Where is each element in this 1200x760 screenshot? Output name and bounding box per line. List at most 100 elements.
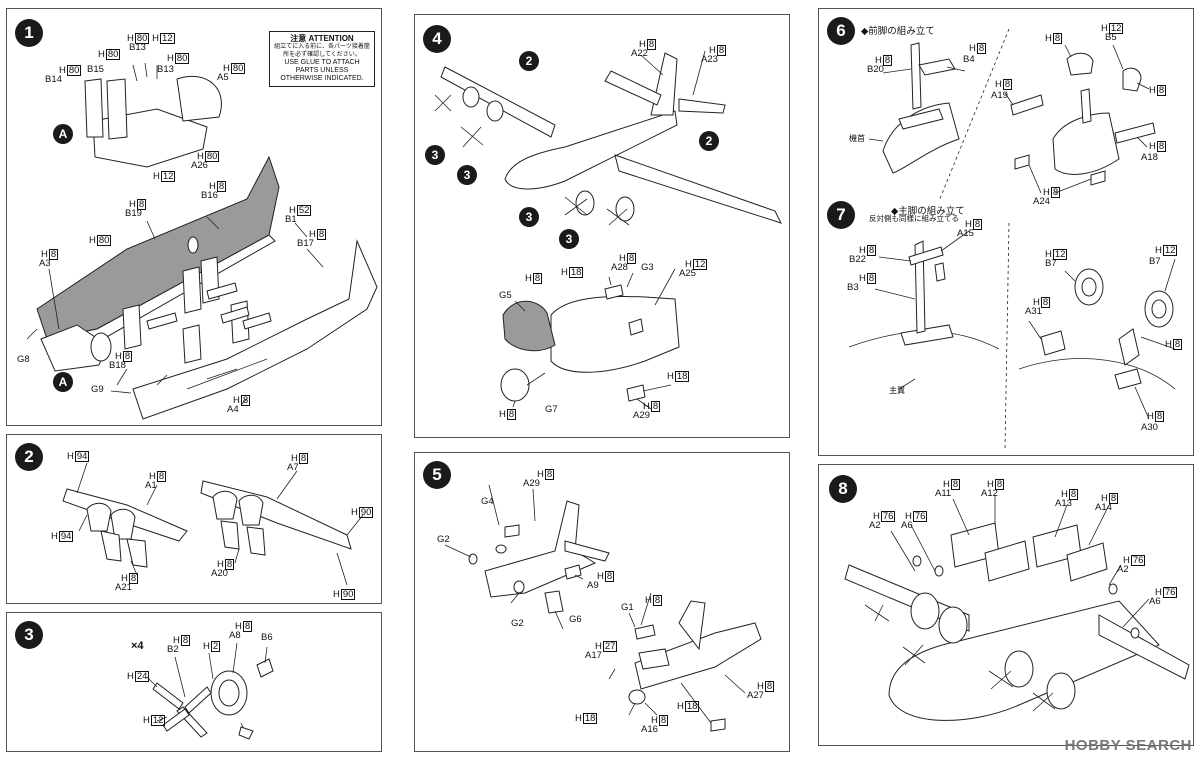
label-A14: A14 (1095, 502, 1112, 513)
label-A21: A21 (115, 582, 132, 593)
label-A29: A29 (523, 478, 540, 489)
label-G1: G1 (621, 602, 634, 613)
label-A26: A26 (191, 160, 208, 171)
attention-title: 注意 ATTENTION (290, 34, 354, 43)
label-B6: B6 (261, 632, 273, 643)
label-A6a: A6 (901, 520, 913, 531)
sub-assembly-2-top: 2 (519, 51, 539, 71)
label-A19: A19 (991, 90, 1008, 101)
label-A23: A23 (701, 54, 718, 65)
sub-assembly-A-top: A (53, 124, 73, 144)
label-A20: A20 (211, 568, 228, 579)
step-3-drawing (146, 642, 274, 740)
label-A16: A16 (641, 724, 658, 735)
label-A9: A9 (587, 580, 599, 591)
attention-box: 注意 ATTENTION 組立てに入る前に、各パーツ接着箇所を必ず確認してくださ… (269, 31, 375, 87)
label-A25: A25 (679, 268, 696, 279)
step-1-drawing (26, 62, 378, 420)
label-A8: A8 (229, 630, 241, 641)
sub-assembly-3-d: 3 (559, 229, 579, 249)
label-B18: B18 (109, 360, 126, 371)
step-5-drawing (444, 484, 762, 732)
sub-assembly-2-right: 2 (699, 131, 719, 151)
main-wing-label: 主翼 (889, 386, 905, 395)
multiplier-x4: ×4 (131, 640, 144, 652)
nose-label: 機首 (849, 134, 865, 143)
label-G4: G4 (481, 496, 494, 507)
step-2-drawing (62, 462, 364, 586)
sub-assembly-3-c: 3 (519, 207, 539, 227)
step-7-note: 反対側も同様に組み立てる (869, 214, 959, 223)
step-6-7-panel: 6 ◆前脚の組み立て 7 ◆主脚の組み立て 反対側も同様に組み立てる (818, 8, 1194, 456)
label-B20: B20 (867, 64, 884, 75)
step-number: 8 (829, 475, 857, 503)
attention-en: USE GLUE TO ATTACH PARTS UNLESS OTHERWIS… (280, 59, 364, 82)
label-B13a: B13 (129, 42, 146, 53)
label-A24: A24 (1033, 196, 1050, 207)
label-B17: B17 (297, 238, 314, 249)
step-number: 3 (15, 621, 43, 649)
label-B19: B19 (125, 208, 142, 219)
label-B5: B5 (1105, 32, 1117, 43)
label-A13: A13 (1055, 498, 1072, 509)
step-number: 4 (423, 25, 451, 53)
sub-assembly-A-bottom: A (53, 372, 73, 392)
attention-jp: 組立てに入る前に、各パーツ接着箇所を必ず確認してください。 (274, 44, 370, 58)
label-B15: B15 (87, 64, 104, 75)
label-A11: A11 (935, 488, 952, 499)
label-A29-step4: A29 (633, 410, 650, 421)
label-G3: G3 (641, 262, 654, 273)
label-A6b: A6 (1149, 596, 1161, 607)
step-number: 2 (15, 443, 43, 471)
label-A7: A7 (287, 462, 299, 473)
label-A15: A15 (957, 228, 974, 239)
label-B14: B14 (45, 74, 62, 85)
label-B4: B4 (963, 54, 975, 65)
label-A4: A4 (227, 404, 239, 415)
watermark: HOBBY SEARCH (1064, 737, 1192, 754)
sub-assembly-3-a: 3 (425, 145, 445, 165)
label-A18: A18 (1141, 152, 1158, 163)
